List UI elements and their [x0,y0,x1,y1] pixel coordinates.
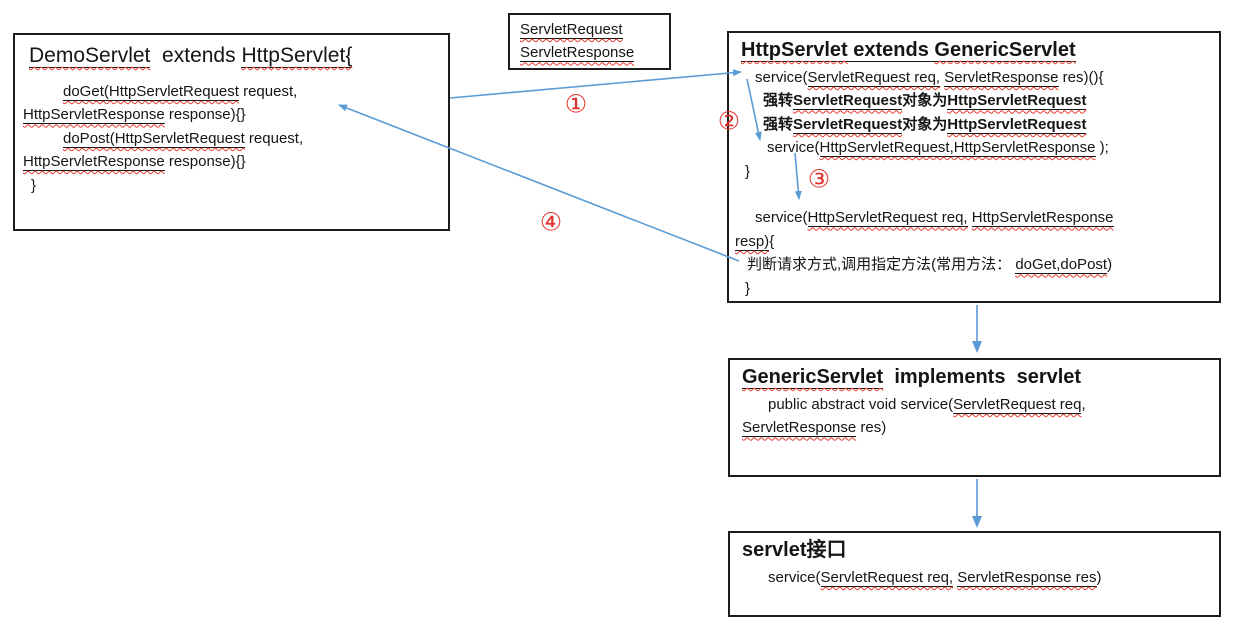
code-segment: HttpServletResponse [23,106,165,125]
code-line: resp){ [735,230,1213,253]
step-1-badge: ① [564,89,588,119]
code-segment: HttpServlet{ [241,44,353,68]
code-segment: HttpServletRequest [947,115,1087,134]
code-segment: ) [1107,256,1113,274]
code-line: } [735,160,1213,183]
code-segment: ServletResponse [742,419,857,438]
code-segment: { [769,232,775,250]
code-line: doPost(HttpServletRequest request, [21,127,442,150]
step-4-badge: ④ [539,207,563,237]
code-segment: doPost(HttpServletRequest [63,129,245,148]
code-segment: DemoServlet [29,44,151,68]
code-segment: implements servlet [883,366,1082,388]
code-segment: ServletResponse [944,69,1059,87]
code-segment: ServletRequest [793,92,903,111]
servlet-interface-box: servlet接口 service(ServletRequest req, Ser… [728,531,1221,617]
code-segment: HttpServlet [741,39,848,62]
code-segment: ServletRequest req, [807,69,941,87]
code-segment: ServletRequest req [953,396,1082,414]
code-segment: ) [1096,569,1102,586]
code-line: public abstract void service(ServletRequ… [736,393,1213,416]
code-line: ServletResponse res) [736,416,1213,439]
code-segment: 判断请求方式,调用指定方法(常用方法： [747,256,1016,274]
code-segment: HttpServletRequest,HttpServletResponse [819,139,1096,158]
code-segment: HttpServletResponse [971,209,1114,228]
code-line: service(ServletRequest req, ServletRespo… [735,66,1213,89]
code-segment: resp) [735,232,770,251]
code-segment: request, [244,129,304,147]
code-line: service(HttpServletRequest,HttpServletRe… [735,136,1213,159]
code-segment: HttpServletRequest [947,92,1087,111]
code-line: 强转ServletRequest对象为HttpServletRequest [735,113,1213,136]
demo-servlet-box: DemoServlet extends HttpServlet{doGet(Ht… [13,33,450,231]
code-line: service(HttpServletRequest req, HttpServ… [735,206,1213,229]
code-segment: 对象为 [902,115,948,133]
code-segment: request, [238,83,298,100]
code-line: ServletRequest [516,18,663,41]
code-segment: servlet接口 [742,539,847,561]
code-line: HttpServletResponse response){} [21,150,442,173]
code-line: DemoServlet extends HttpServlet{ [21,41,442,71]
code-segment: extends [847,39,935,62]
code-segment: service( [755,69,808,86]
code-segment: HttpServletRequest req, [807,209,968,228]
code-segment: ServletRequest [520,21,623,39]
code-segment: ServletResponse res [957,569,1097,587]
code-segment: res) [856,419,887,437]
code-line [735,183,1213,206]
code-line: HttpServlet extends GenericServlet [735,37,1213,64]
code-segment: service( [767,139,820,157]
code-segment: response){} [164,106,246,124]
code-line: HttpServletResponse response){} [21,103,442,126]
code-line: 判断请求方式,调用指定方法(常用方法： doGet,doPost) [735,253,1213,276]
code-segment: } [745,162,751,180]
code-segment: , [1081,396,1086,413]
code-line: 强转ServletRequest对象为HttpServletRequest [735,89,1213,112]
code-segment: GenericServlet [742,366,884,389]
code-segment: service( [755,209,808,227]
code-segment: } [745,279,751,297]
code-segment: } [31,176,37,194]
code-segment: ServletRequest [793,115,903,134]
code-segment: ServletResponse [520,44,635,63]
code-line: servlet接口 [736,537,1213,564]
code-line: } [21,174,442,197]
code-segment: GenericServlet [934,39,1076,62]
code-segment: public abstract void service( [768,396,954,413]
code-segment: 强转 [763,115,794,133]
code-segment: doGet(HttpServletRequest [63,83,239,101]
code-line: } [735,277,1213,300]
code-segment: ServletRequest req, [820,569,954,587]
arrow-1-demo-to-httpservlet [449,69,742,99]
code-segment: ); [1095,139,1109,157]
code-line: ServletResponse [516,41,663,64]
code-segment: service( [768,569,821,586]
code-segment: res)(){ [1058,69,1104,86]
code-segment: doGet,doPost [1015,256,1108,275]
code-segment: extends [150,44,242,67]
code-line: doGet(HttpServletRequest request, [21,80,442,103]
code-segment: 强转 [763,92,794,110]
code-segment: 对象为 [902,92,948,110]
code-segment: response){} [164,153,246,171]
code-line: service(ServletRequest req, ServletRespo… [736,566,1213,589]
code-segment: HttpServletResponse [23,153,165,172]
code-line: GenericServlet implements servlet [736,364,1213,391]
